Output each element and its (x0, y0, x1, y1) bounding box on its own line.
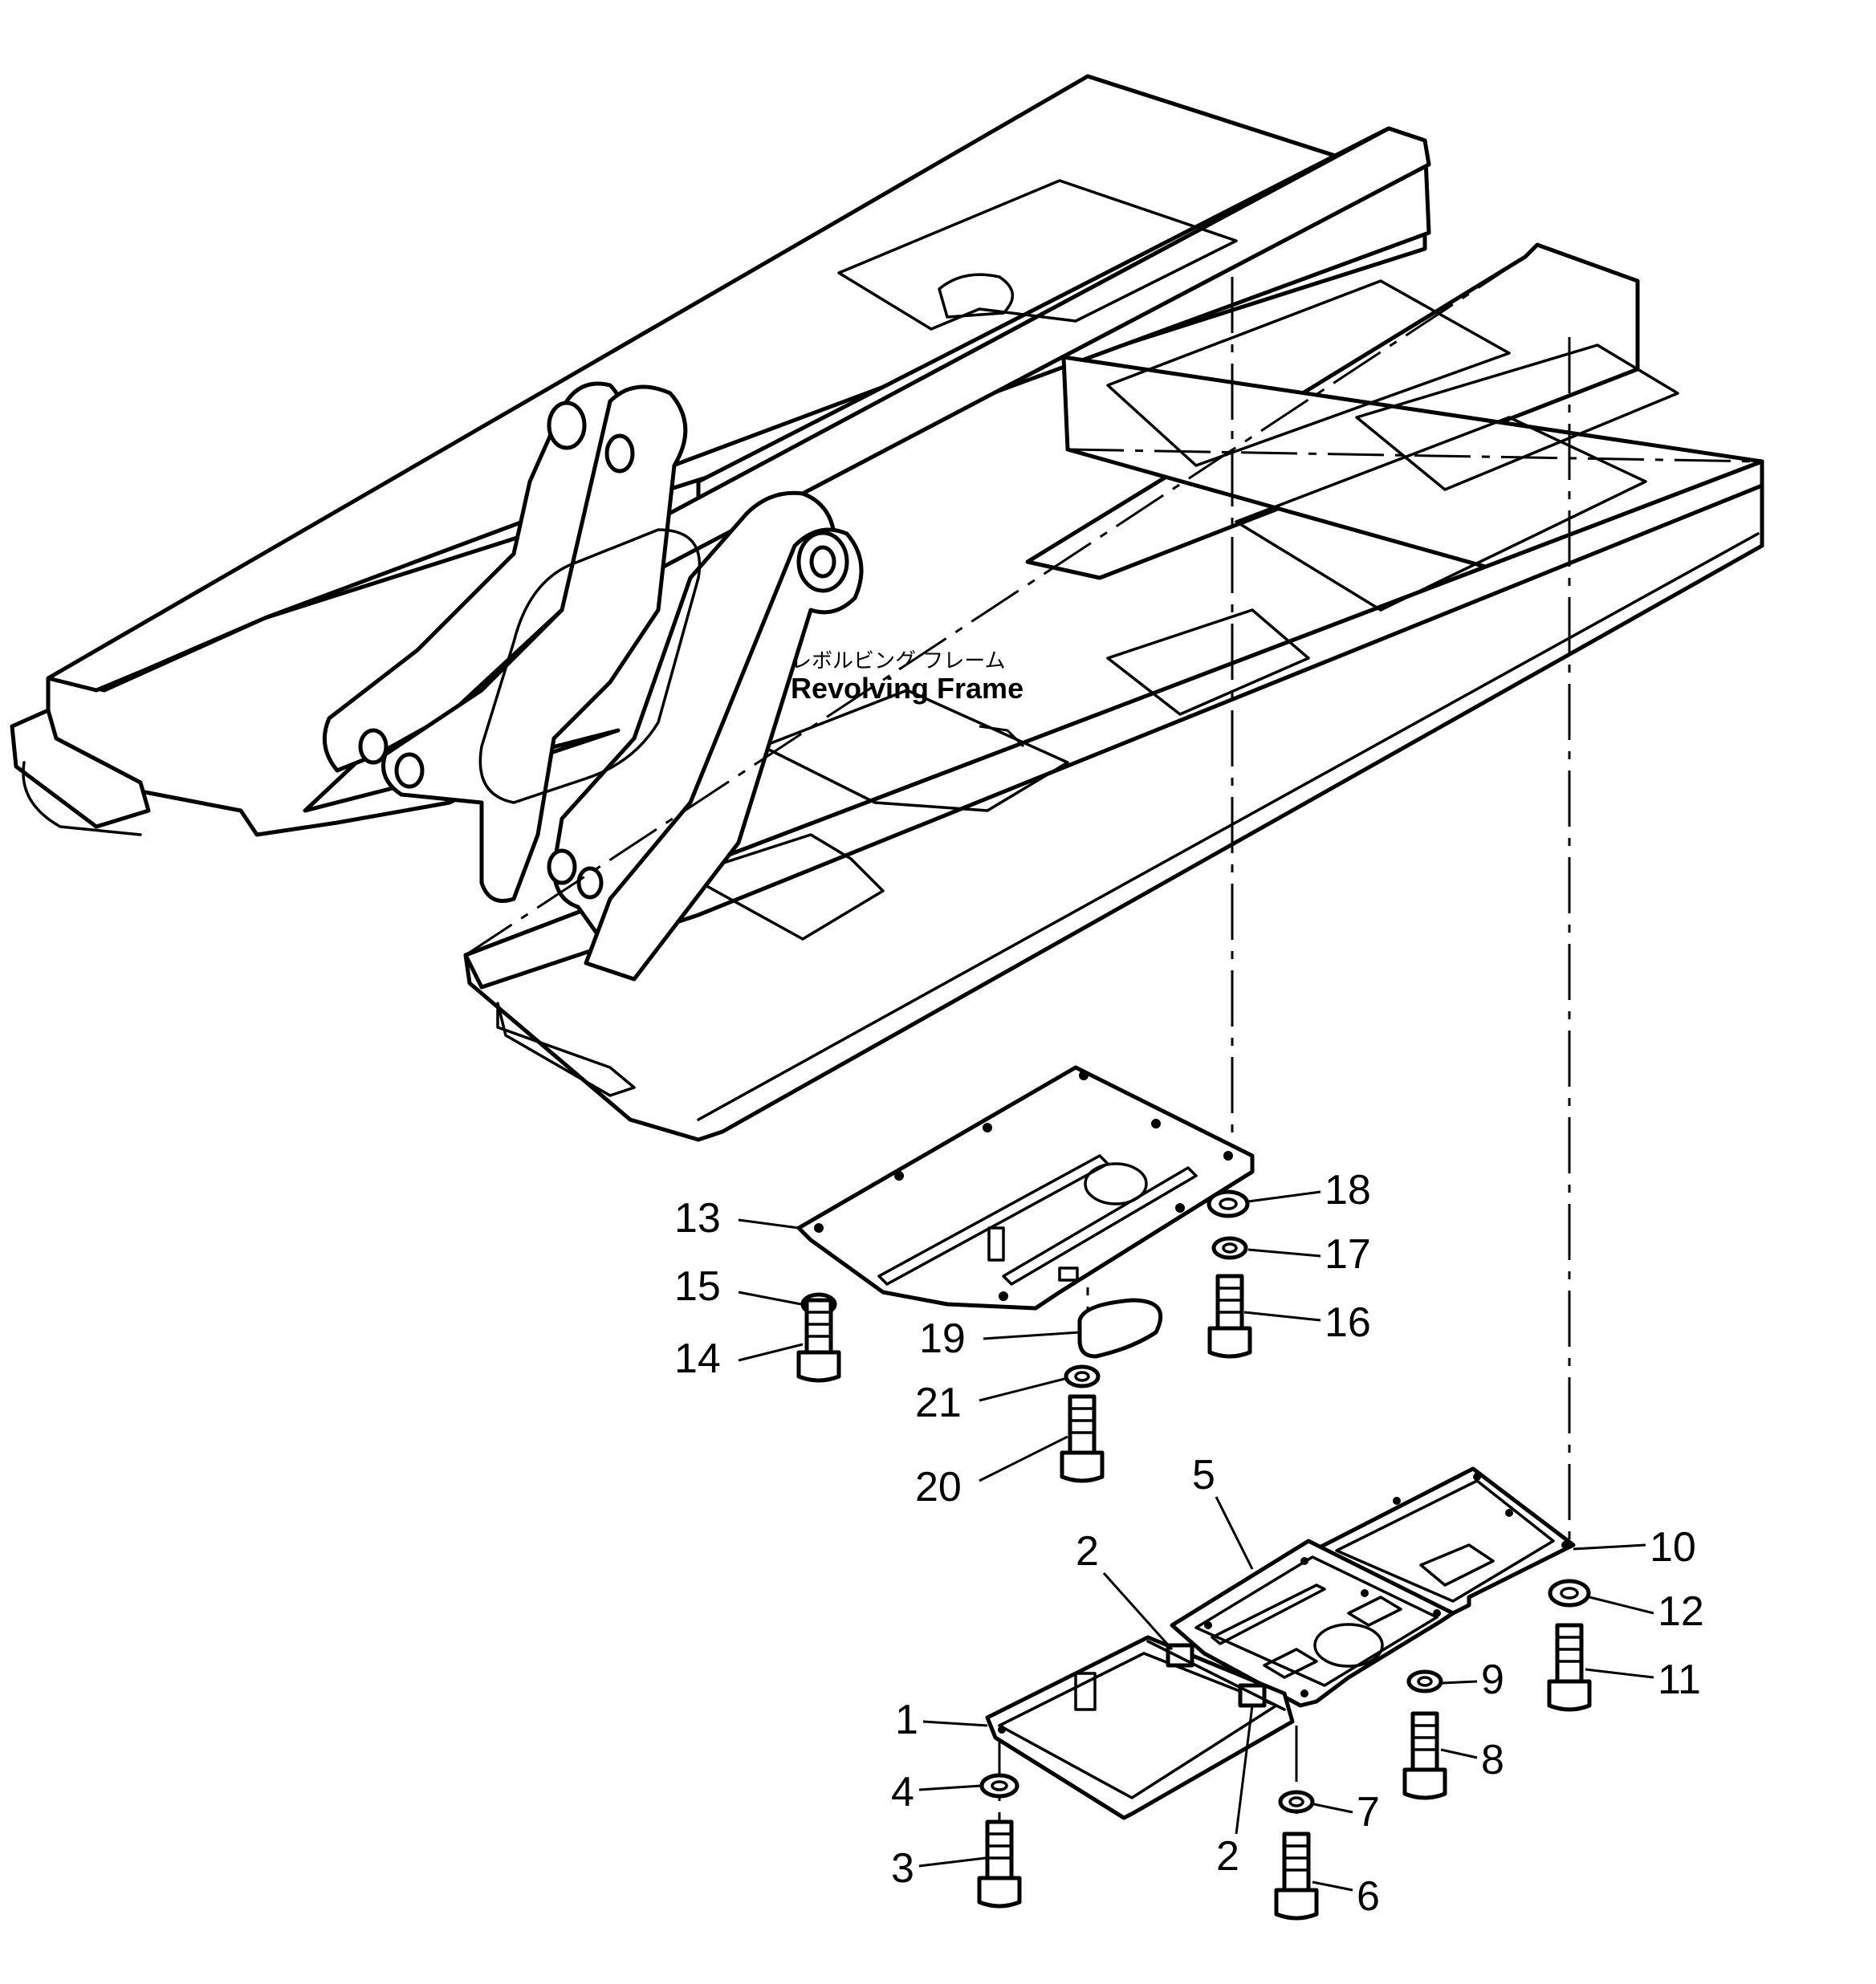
callout-21: 21 (915, 1380, 962, 1426)
revolving-frame-label: レボルビング フレーム Revolving Frame (791, 649, 1025, 748)
bolt-3 (977, 1819, 1022, 1909)
callout-2-upper: 2 (1076, 1528, 1099, 1575)
callout-20: 20 (915, 1464, 962, 1510)
frame-label-english: Revolving Frame (791, 672, 1023, 705)
bolt-8 (1402, 1711, 1447, 1800)
callout-4: 4 (891, 1769, 914, 1815)
callout-7: 7 (1357, 1789, 1380, 1836)
bolt-16 (1207, 1274, 1252, 1359)
bolt-11 (1547, 1623, 1592, 1712)
under-cover-13 (796, 1065, 1255, 1311)
callout-1: 1 (895, 1697, 918, 1743)
callout-11: 11 (1658, 1657, 1701, 1703)
callout-10: 10 (1650, 1524, 1696, 1571)
washer-9 (1406, 1669, 1443, 1693)
callout-17: 17 (1325, 1231, 1371, 1278)
callout-14: 14 (674, 1336, 721, 1382)
callout-19: 19 (919, 1315, 966, 1362)
washer-12 (1548, 1579, 1591, 1608)
revolving-frame (10, 74, 1764, 1142)
bolt-20 (1060, 1394, 1105, 1483)
callouts: 13 15 14 18 17 16 19 21 20 5 2 10 (674, 1167, 1704, 1920)
callout-12: 12 (1658, 1588, 1704, 1635)
bolt-14 (796, 1298, 841, 1383)
callout-16: 16 (1325, 1299, 1371, 1346)
bolt-6 (1274, 1832, 1319, 1921)
frame-label-japanese: レボルビング フレーム (791, 649, 1006, 673)
washer-18 (1207, 1189, 1250, 1218)
callout-2-lower: 2 (1216, 1833, 1239, 1880)
washer-7 (1278, 1790, 1315, 1814)
callout-6: 6 (1357, 1873, 1380, 1920)
callout-5: 5 (1192, 1452, 1215, 1498)
washer-21 (1064, 1364, 1101, 1388)
cover-5 (1170, 1539, 1455, 1708)
callout-15: 15 (674, 1263, 721, 1310)
callout-18: 18 (1325, 1167, 1371, 1214)
callout-8: 8 (1481, 1737, 1504, 1783)
callout-9: 9 (1481, 1657, 1504, 1703)
washer-17 (1211, 1236, 1248, 1260)
callout-13: 13 (674, 1195, 721, 1242)
callout-3: 3 (891, 1845, 914, 1892)
washer-4 (979, 1773, 1019, 1799)
cover-19 (1077, 1298, 1163, 1359)
